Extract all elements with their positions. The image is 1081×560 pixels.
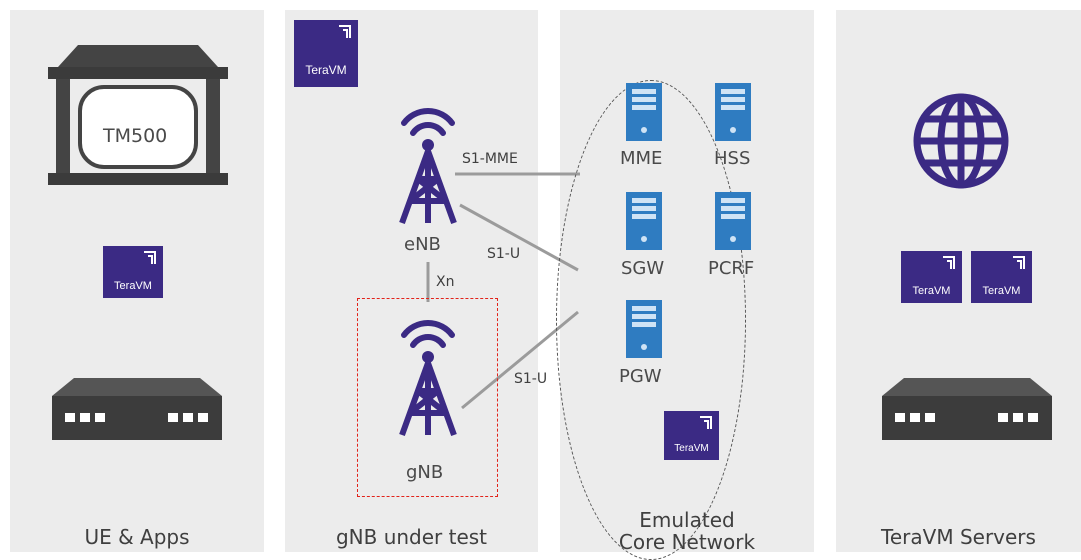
enb-cell-tower-icon bbox=[399, 108, 457, 225]
mme-server-icon bbox=[626, 83, 662, 141]
router-icon bbox=[52, 378, 222, 440]
xn-label: Xn bbox=[436, 274, 455, 290]
globe-icon bbox=[913, 93, 1009, 189]
mme-label: MME bbox=[620, 148, 663, 169]
panel-caption: gNB under test bbox=[335, 525, 488, 549]
pgw-label: PGW bbox=[619, 366, 662, 387]
teravm-logo-icon: TeraVM bbox=[971, 251, 1032, 303]
teravm-logo-icon: TeraVM bbox=[664, 411, 719, 460]
s1-u-enb-label: S1-U bbox=[487, 246, 521, 262]
sgw-server-icon bbox=[626, 192, 662, 250]
pcrf-label: PCRF bbox=[708, 258, 755, 279]
router-icon bbox=[882, 378, 1052, 440]
teravm-logo-icon: TeraVM bbox=[294, 20, 358, 87]
teravm-logo-icon: TeraVM bbox=[103, 246, 163, 298]
sgw-label: SGW bbox=[621, 258, 665, 279]
panel-gnb-under-test: gNB under test bbox=[285, 10, 538, 552]
hss-server-icon bbox=[715, 83, 751, 141]
gnb-under-test-boundary bbox=[357, 298, 498, 497]
hss-label: HSS bbox=[714, 148, 751, 169]
tm500-label: TM500 bbox=[103, 125, 168, 147]
panel-caption: TeraVM Servers bbox=[881, 525, 1036, 549]
s1-mme-label: S1-MME bbox=[462, 151, 518, 167]
gnb-cell-tower-icon bbox=[399, 320, 457, 437]
pcrf-server-icon bbox=[715, 192, 751, 250]
tm500-device-icon bbox=[48, 45, 228, 185]
gnb-label: gNB bbox=[406, 462, 444, 483]
teravm-logo-icon: TeraVM bbox=[901, 251, 962, 303]
enb-label: eNB bbox=[404, 234, 441, 255]
panel-caption: UE & Apps bbox=[84, 525, 190, 549]
s1-u-gnb-label: S1-U bbox=[514, 371, 548, 387]
pgw-server-icon bbox=[626, 300, 662, 358]
